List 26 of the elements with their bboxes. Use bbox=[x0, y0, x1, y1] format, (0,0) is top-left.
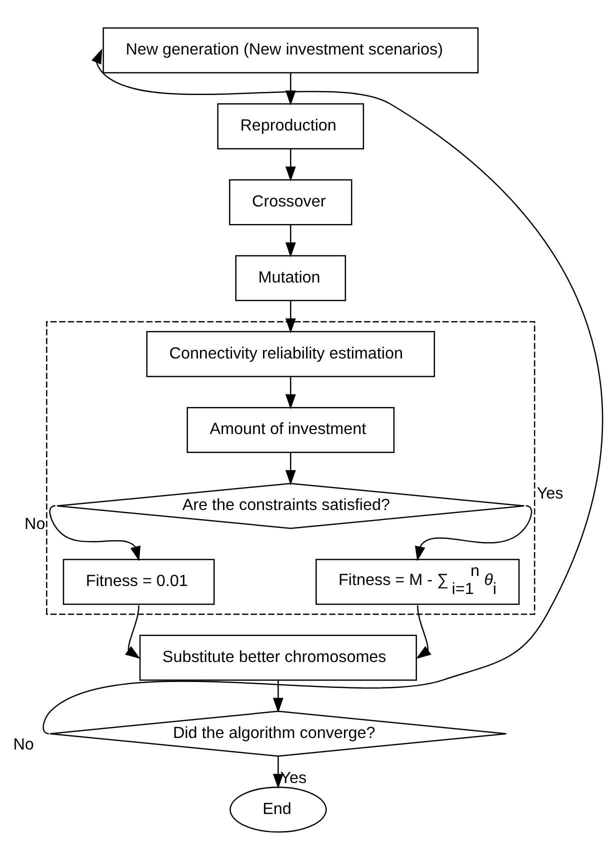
arrow bbox=[285, 300, 296, 333]
node-diamond: Did the algorithm converge? bbox=[49, 710, 507, 756]
node-box: Connectivity reliability estimation bbox=[146, 330, 436, 377]
arrow bbox=[44, 48, 603, 734]
node-box: Amount of investment bbox=[186, 406, 395, 453]
node-ellipse: End bbox=[230, 786, 327, 832]
edge-label: No bbox=[24, 514, 46, 533]
node-box: Reproduction bbox=[217, 102, 364, 149]
arrow bbox=[272, 756, 284, 788]
arrow bbox=[272, 680, 284, 712]
arrow bbox=[285, 376, 296, 409]
cluster bbox=[46, 320, 536, 614]
node-box: Mutation bbox=[235, 254, 346, 301]
arrow bbox=[49, 504, 140, 561]
arrow bbox=[285, 224, 296, 257]
edge-label: Yes bbox=[536, 484, 564, 502]
node-box: Substitute better chromosomes bbox=[139, 634, 417, 680]
node-box: New generation (New investment scenarios) bbox=[102, 26, 479, 73]
arrow bbox=[125, 604, 140, 658]
node-box: Fitness = 0.01 bbox=[62, 558, 215, 604]
node-box: Crossover bbox=[229, 178, 352, 225]
node-diamond: Are the constraints satisfied? bbox=[56, 482, 525, 528]
arrow bbox=[416, 604, 432, 658]
edge-label: No bbox=[13, 735, 34, 754]
arrow bbox=[285, 148, 296, 181]
arrow bbox=[285, 452, 296, 485]
